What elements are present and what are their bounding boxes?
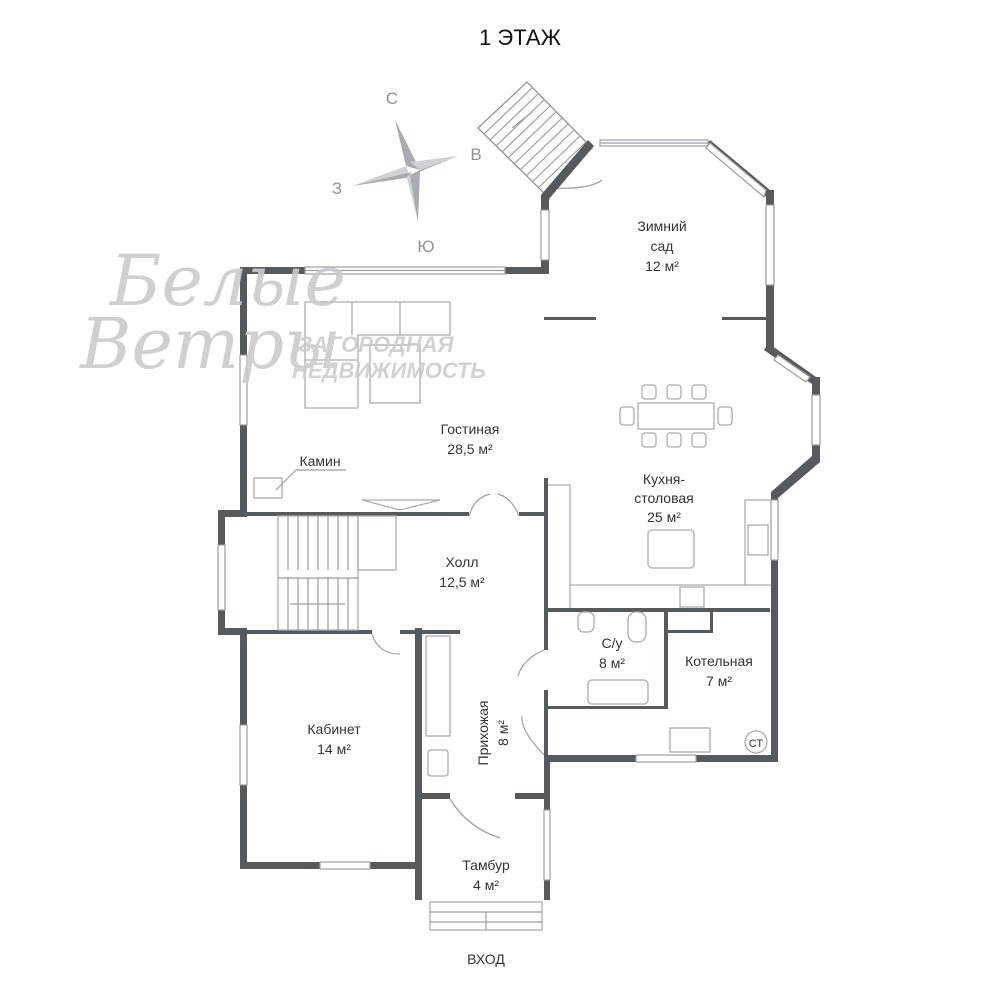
- room-entry: Прихожая 8 м²: [475, 701, 511, 766]
- room-area: 8 м²: [495, 720, 511, 746]
- room-area: 12 м²: [645, 258, 679, 274]
- fireplace-label: Камин: [299, 453, 340, 469]
- watermark-tagline1: ЗАГОРОДНАЯ: [298, 332, 455, 357]
- room-area: 8 м²: [599, 655, 625, 671]
- compass-north: С: [386, 89, 398, 108]
- room-name: Котельная: [685, 653, 753, 669]
- watermark-tagline2: НЕДВИЖИМОСТЬ: [292, 358, 486, 383]
- brand-watermark: Белые Ветры ЗАГОРОДНАЯ НЕДВИЖИМОСТЬ: [78, 240, 486, 385]
- room-area: 28,5 м²: [447, 441, 493, 457]
- room-living: Гостиная 28,5 м²: [441, 421, 500, 457]
- entrance-label: ВХОД: [467, 951, 505, 967]
- room-area: 25 м²: [647, 509, 681, 525]
- room-kitchen: Кухня- столовая 25 м²: [634, 471, 694, 525]
- compass-rose: С В Ю З: [332, 89, 482, 256]
- room-hall: Холл 12,5 м²: [439, 554, 485, 590]
- room-name: Холл: [446, 554, 479, 570]
- compass-east: В: [470, 145, 481, 164]
- watermark-brand-line2: Ветры: [78, 303, 341, 385]
- room-name: сад: [651, 238, 674, 254]
- room-vestibule: Тамбур 4 м²: [462, 857, 510, 893]
- room-area: 7 м²: [706, 673, 732, 689]
- room-area: 4 м²: [473, 877, 499, 893]
- windows: [217, 139, 821, 881]
- furniture: [253, 301, 771, 931]
- room-name: Гостиная: [441, 421, 500, 437]
- compass-west: З: [332, 179, 342, 198]
- room-wc: С/у 8 м²: [599, 635, 625, 671]
- room-name: Прихожая: [475, 701, 491, 766]
- watermark-brand-line1: Белые: [108, 240, 346, 322]
- room-name: С/у: [602, 635, 623, 651]
- room-area: 14 м²: [317, 741, 351, 757]
- room-boiler: Котельная 7 м²: [685, 653, 753, 689]
- floor-title: 1 ЭТАЖ: [479, 25, 562, 50]
- room-area: 12,5 м²: [439, 574, 485, 590]
- garden-stairs: [477, 81, 603, 195]
- room-name: столовая: [634, 490, 694, 506]
- room-name: Зимний: [637, 218, 686, 234]
- room-name: Тамбур: [462, 857, 510, 873]
- boiler-mark: СТ: [749, 738, 764, 750]
- door-swings: [371, 493, 545, 839]
- room-name: Кабинет: [307, 721, 361, 737]
- room-study: Кабинет 14 м²: [307, 721, 361, 757]
- room-winter-garden: Зимний сад 12 м²: [637, 218, 686, 274]
- room-name: Кухня-: [643, 471, 685, 487]
- compass-south: Ю: [417, 237, 434, 256]
